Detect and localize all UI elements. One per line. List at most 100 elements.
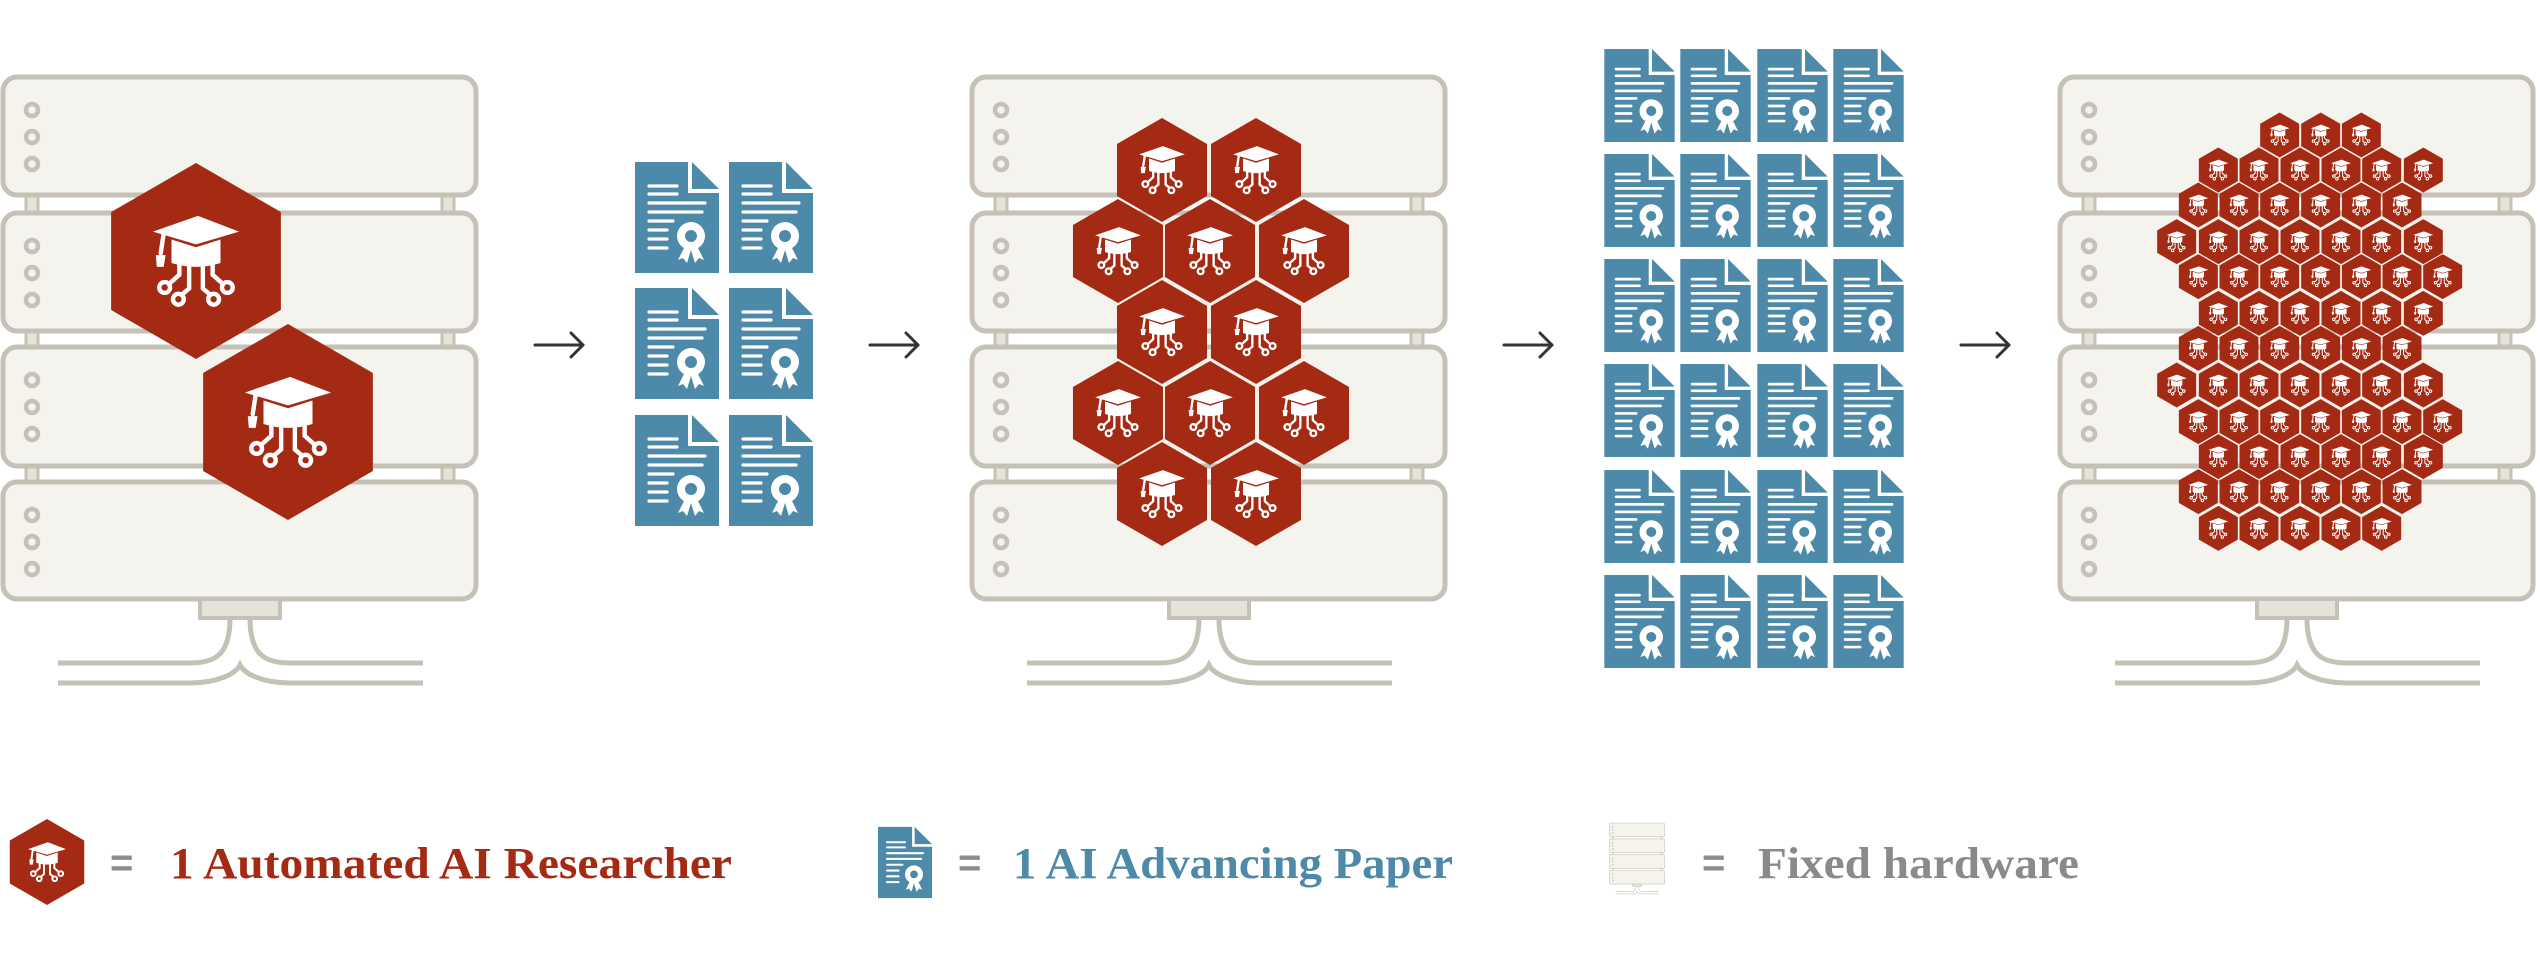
paper-document-icon [1757,259,1828,352]
rack-led-icon [992,371,1010,389]
rack-led-icon [2080,155,2098,173]
paper-document-icon [1833,575,1904,668]
paper-document-icon [729,415,813,526]
legend-researcher-label: 1 Automated AI Researcher [170,839,732,888]
paper-document-icon [1757,364,1828,457]
rack-led-icon [2080,371,2098,389]
rack-led-icon [2080,264,2098,282]
server-cable [2115,659,2480,686]
rack-unit [1609,822,1665,838]
legend-item-paper: = 1 AI Advancing Paper [878,826,1453,899]
server-stand [1632,883,1642,887]
rack-led-icon [23,237,41,255]
paper-document-icon [1833,364,1904,457]
paper-document-icon [1604,575,1675,668]
rack-led-icon [23,533,41,551]
server-cable [1216,617,1392,666]
rack-unit [1609,854,1665,869]
rack-led-icon [23,155,41,173]
rack-led-icon [1611,860,1614,863]
rack-led-icon [992,398,1010,416]
rack-led-icon [1611,841,1614,844]
paper-document-icon [729,162,813,273]
rack-led-icon [1611,876,1614,879]
rack-led-icon [23,371,41,389]
rack-unit [1609,838,1665,854]
rack-led-icon [992,264,1010,282]
rack-led-icon [1611,873,1614,876]
legend-item-hardware: = Fixed hardware [1609,822,2079,895]
paper-document-icon [635,162,719,273]
rack-led-icon [1611,832,1614,835]
rack-led-icon [1611,825,1614,828]
rack-unit [1609,870,1665,885]
server-cable [1027,659,1392,686]
rack-led-icon [2080,128,2098,146]
paper-document-icon [1680,575,1751,668]
rack-led-icon [23,506,41,524]
paper-document-icon [729,288,813,399]
paper-document-icon [1680,364,1751,457]
rack-led-icon [23,101,41,119]
rack-led-icon [1611,829,1614,831]
rack-led-icon [23,425,41,443]
server-cable [2304,617,2480,666]
rack-unit [0,74,479,198]
server-legend-icon [1609,822,1665,895]
rack-unit [969,479,1448,602]
rack-led-icon [2080,425,2098,443]
paper-document-icon [1680,470,1751,563]
server-rack [1609,822,1665,895]
rack-led-icon [23,398,41,416]
paper-document-icon [1604,49,1675,142]
server-stand [1167,597,1251,620]
rack-led-icon [992,291,1010,309]
rack-led-icon [23,264,41,282]
rack-led-icon [1611,863,1614,866]
paper-document-icon [1757,49,1828,142]
rack-led-icon [992,533,1010,551]
rack-led-icon [23,128,41,146]
paper-document-icon [1680,259,1751,352]
legend-equals: = [1702,841,1725,885]
arrow-right-icon [1959,331,2011,359]
rack-led-icon [992,237,1010,255]
server-stand [2255,597,2339,620]
rack-led-icon [23,291,41,309]
legend-hardware-label: Fixed hardware [1758,839,2079,888]
server-cable [1615,886,1637,892]
rack-led-icon [1611,848,1614,851]
arrow-head [1995,331,2011,359]
paper-document-icon [1604,470,1675,563]
rack-unit [969,74,1448,198]
rack-led-icon [2080,533,2098,551]
server-cable [1637,886,1659,892]
server-cable [247,617,423,666]
paper-document-icon [1757,470,1828,563]
paper-document-icon [1604,364,1675,457]
rack-led-icon [992,506,1010,524]
rack-led-icon [992,560,1010,578]
paper-document-icon [1833,259,1904,352]
paper-document-icon [635,288,719,399]
server-cable [58,617,233,666]
arrow-right-icon [1502,331,1554,359]
arrow-right-icon [868,331,920,359]
server-cable [1615,891,1659,895]
rack-led-icon [2080,506,2098,524]
rack-led-icon [1611,879,1614,882]
paper-document-icon [1604,154,1675,247]
arrows-layer [533,331,2011,359]
paper-document-icon [1833,154,1904,247]
paper-legend-icon [878,826,932,899]
rack-led-icon [2080,101,2098,119]
server-cable [2115,617,2290,666]
rack-led-icon [1611,844,1614,847]
legend-paper-label: 1 AI Advancing Paper [1013,839,1453,888]
server-cable [1027,617,1202,666]
server-cable [58,659,423,686]
paper-document-icon [1680,49,1751,142]
rack-led-icon [2080,291,2098,309]
rack-led-icon [992,128,1010,146]
